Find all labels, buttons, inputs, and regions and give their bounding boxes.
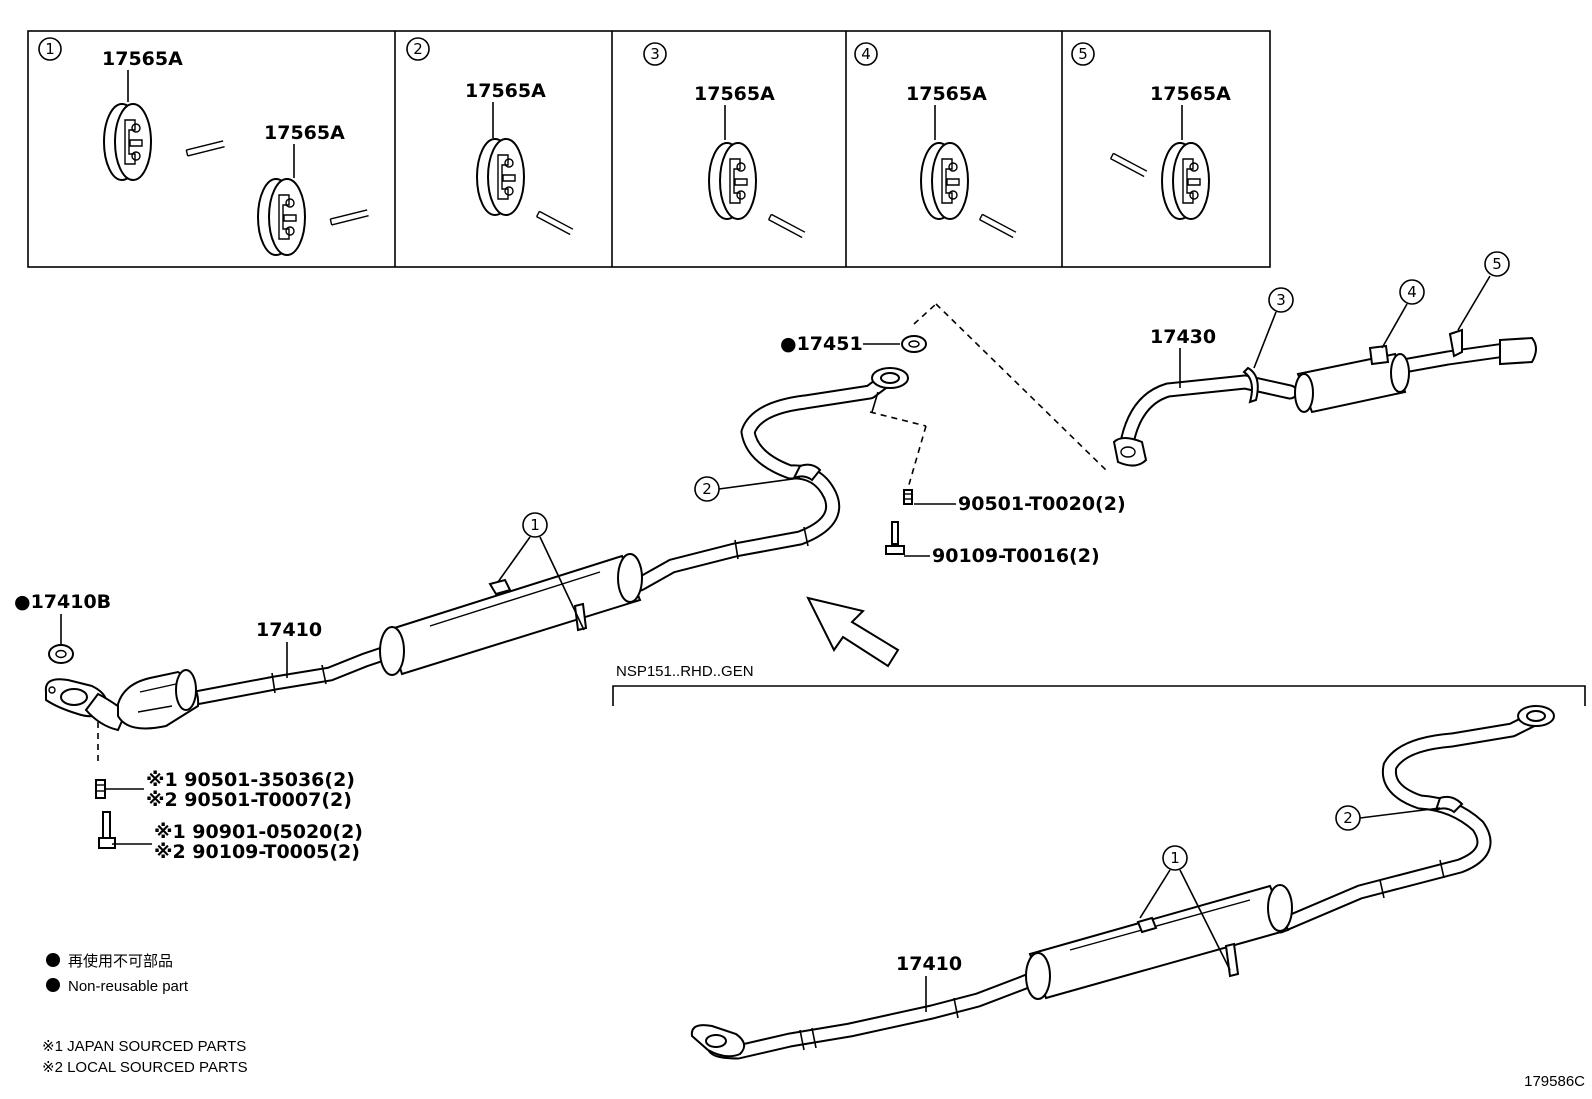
- inset-5-number: 5: [1078, 45, 1088, 63]
- svg-text:1: 1: [530, 516, 540, 534]
- rubber-hanger-icon: [1161, 142, 1210, 220]
- inset-1-label-a: 17565A: [102, 48, 183, 70]
- hanger-inset-panel: 1 17565A 17565A 2 17565A 3 17565A: [27, 30, 1271, 268]
- rubber-hanger-icon: [103, 103, 152, 181]
- svg-text:3: 3: [1276, 291, 1286, 309]
- rubber-hanger-icon: [257, 178, 306, 256]
- bullet-icon: [46, 978, 60, 992]
- part-label-bolt-front-2: ※2 90109-T0005(2): [154, 841, 360, 863]
- part-label-nut-front-1: ※1 90501-35036(2): [146, 769, 355, 791]
- svg-text:2: 2: [702, 480, 712, 498]
- callout-5: 5: [1457, 251, 1510, 331]
- legend: 再使用不可部品 Non-reusable part ※1 JAPAN SOURC…: [42, 953, 248, 1076]
- variant-label: NSP151..RHD..GEN: [616, 663, 754, 680]
- front-pipe-assembly: [44, 367, 909, 732]
- callout-3: 3: [1253, 287, 1294, 369]
- svg-text:5: 5: [1492, 255, 1502, 273]
- view-arrow-icon: [806, 596, 900, 668]
- callout-2-variant: 2: [1335, 805, 1441, 831]
- hanger-rod-icon: [767, 213, 806, 239]
- diagram-id: 179586C: [1524, 1073, 1585, 1090]
- inset-1-label-b: 17565A: [264, 122, 345, 144]
- legend-note-2: ※2 LOCAL SOURCED PARTS: [42, 1059, 248, 1076]
- callout-1-main: 1: [497, 512, 585, 631]
- svg-text:1: 1: [1170, 849, 1180, 867]
- part-label-gasket-front: ●17410B: [14, 591, 111, 613]
- gasket-rear-icon: [901, 335, 927, 353]
- hanger-rod-icon: [535, 210, 574, 236]
- inset-3-label: 17565A: [694, 83, 775, 105]
- inset-1: 1 17565A 17565A: [38, 37, 370, 256]
- part-label-front-pipe-variant: 17410: [896, 953, 962, 975]
- part-label-nut-rear: 90501-T0020(2): [958, 493, 1126, 515]
- legend-non-reusable-jp: 再使用不可部品: [68, 953, 173, 970]
- hanger-rod-icon: [978, 213, 1017, 239]
- rubber-hanger-icon: [708, 142, 757, 220]
- inset-5: 5 17565A: [1071, 42, 1231, 220]
- legend-note-1: ※1 JAPAN SOURCED PARTS: [42, 1038, 246, 1055]
- part-label-nut-front-2: ※2 90501-T0007(2): [146, 789, 352, 811]
- nut-rear-icon: [903, 489, 913, 505]
- tail-pipe-assembly: [1112, 328, 1537, 467]
- callout-1-variant: 1: [1139, 845, 1231, 971]
- part-label-bolt-rear: 90109-T0016(2): [932, 545, 1100, 567]
- inset-4-label: 17565A: [906, 83, 987, 105]
- rubber-hanger-icon: [476, 138, 525, 216]
- inset-1-number: 1: [45, 40, 55, 58]
- bolt-front-icon: [98, 811, 116, 849]
- part-label-front-pipe: 17410: [256, 619, 322, 641]
- hanger-rod-icon: [329, 209, 370, 226]
- inset-4: 4 17565A: [854, 42, 1017, 239]
- inset-3-number: 3: [650, 45, 660, 63]
- rubber-hanger-icon: [920, 142, 969, 220]
- svg-text:4: 4: [1407, 283, 1417, 301]
- inset-2: 2 17565A: [406, 37, 574, 236]
- part-label-gasket-rear: ●17451: [780, 333, 863, 355]
- part-label-bolt-front-1: ※1 90901-05020(2): [154, 821, 363, 843]
- nut-front-icon: [95, 779, 106, 799]
- callout-4: 4: [1381, 279, 1425, 349]
- bolt-rear-icon: [885, 521, 905, 555]
- inset-2-number: 2: [413, 40, 423, 58]
- variant-front-pipe: [690, 705, 1555, 1060]
- legend-non-reusable-en: Non-reusable part: [68, 978, 189, 995]
- inset-2-label: 17565A: [465, 80, 546, 102]
- svg-text:2: 2: [1343, 809, 1353, 827]
- inset-5-label: 17565A: [1150, 83, 1231, 105]
- bullet-icon: [46, 953, 60, 967]
- hanger-rod-icon: [1109, 152, 1148, 178]
- callout-2-main: 2: [694, 476, 801, 502]
- gasket-front-icon: [48, 644, 74, 664]
- inset-4-number: 4: [861, 45, 871, 63]
- part-label-tail-pipe: 17430: [1150, 326, 1216, 348]
- inset-3: 3 17565A: [643, 42, 806, 239]
- hanger-rod-icon: [185, 140, 226, 157]
